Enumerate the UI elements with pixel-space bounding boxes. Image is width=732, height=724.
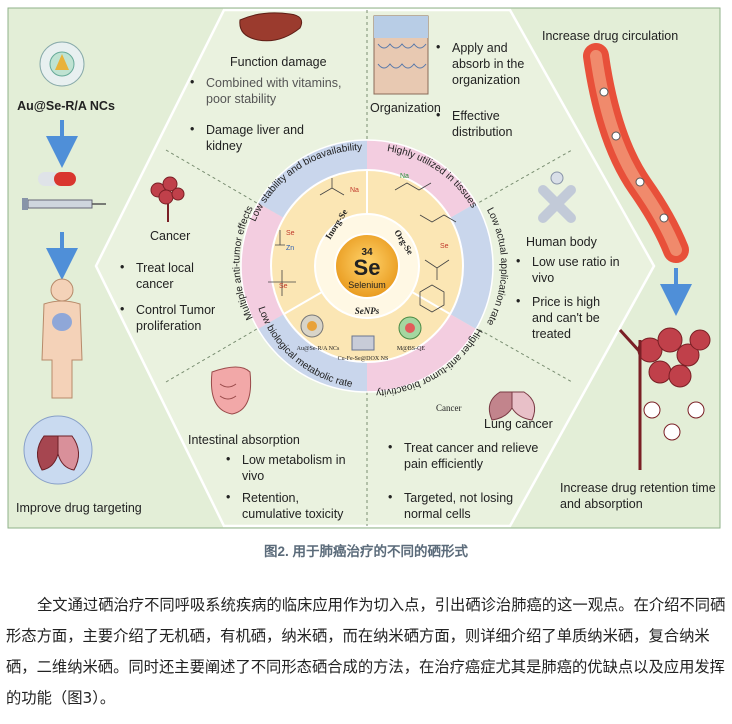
organization-item-2: Effective distribution bbox=[452, 109, 513, 139]
cancer-cell-cluster bbox=[150, 176, 185, 222]
intestinal-title: Intestinal absorption bbox=[188, 433, 300, 447]
bullet: • bbox=[436, 108, 441, 122]
human-body-title: Human body bbox=[526, 235, 597, 249]
lung-cancer-tag: Cancer bbox=[436, 403, 462, 413]
blood-vessel bbox=[583, 43, 689, 263]
ring-sector-bottom-right bbox=[367, 314, 476, 392]
intestinal-item-2: Retention, cumulative toxicity bbox=[242, 491, 344, 521]
alveoli-cluster bbox=[618, 327, 711, 470]
nanoparticle-cell bbox=[39, 41, 85, 87]
nanoparticle-mbs bbox=[398, 316, 422, 340]
svg-text:Se: Se bbox=[440, 243, 449, 250]
np-label-mbs: M@BS-QE bbox=[397, 346, 426, 352]
bullet: • bbox=[516, 294, 521, 308]
nanoparticle-au bbox=[300, 314, 324, 338]
lung-cancer-title: Lung cancer bbox=[484, 417, 553, 431]
bullet: • bbox=[516, 254, 521, 268]
ring-sector-left bbox=[241, 203, 284, 329]
intestine-illustration bbox=[210, 366, 252, 415]
human-body-item-2: Price is high and can't be treated bbox=[532, 295, 601, 341]
left-nanoparticle-label: Au@Se-R/A NCs bbox=[17, 99, 115, 113]
svg-text:Se: Se bbox=[279, 283, 288, 290]
cancer-title: Cancer bbox=[150, 229, 191, 243]
human-figure bbox=[41, 278, 83, 399]
lung-cancer-item-1: Treat cancer and relieve pain efficientl… bbox=[404, 441, 539, 471]
organization-illustration bbox=[373, 15, 429, 95]
bullet: • bbox=[120, 302, 125, 316]
cancer-item-2: Control Tumor proliferation bbox=[136, 303, 216, 333]
bullet: • bbox=[388, 490, 393, 504]
molecule-structures bbox=[268, 178, 457, 313]
ring-sector-top-right bbox=[367, 140, 476, 218]
atomic-number: 34 bbox=[361, 247, 373, 258]
bullet: • bbox=[190, 75, 195, 89]
liver-illustration bbox=[239, 12, 303, 42]
svg-text:Na: Na bbox=[350, 187, 359, 194]
lung-cancer-item-2: Targeted, not losing normal cells bbox=[404, 491, 514, 521]
right-top-label: Increase drug circulation bbox=[542, 29, 679, 43]
bullet: • bbox=[190, 122, 195, 136]
ring-sector-right bbox=[450, 203, 493, 329]
intestinal-item-1: Low metabolism in vivo bbox=[242, 453, 346, 483]
molecule-atoms: Se Zn Se Na Na Se bbox=[279, 173, 449, 290]
lung-zoom bbox=[23, 415, 93, 485]
cancer-item-1: Treat local cancer bbox=[136, 261, 194, 291]
right-bottom-label: Increase drug retention time and absorpt… bbox=[560, 481, 716, 511]
body-paragraph: 全文通过硒治疗不同呼吸系统疾病的临床应用作为切入点，引出硒诊治肺癌的这一观点。在… bbox=[6, 596, 726, 707]
ring-sector-bottom-left bbox=[258, 314, 367, 392]
np-label-au: Au@Se-R/A NCs bbox=[297, 346, 340, 352]
bullet: • bbox=[388, 440, 393, 454]
selenium-core bbox=[334, 233, 400, 299]
bullet: • bbox=[226, 452, 231, 466]
function-damage-title: Function damage bbox=[230, 55, 327, 69]
syringe bbox=[22, 198, 106, 210]
bullet: • bbox=[226, 490, 231, 504]
svg-text:Se: Se bbox=[286, 230, 295, 237]
lung-illustration bbox=[488, 391, 536, 421]
bullet: • bbox=[436, 40, 441, 54]
figure: Low stability and bioavailability Highly… bbox=[7, 7, 721, 529]
left-bottom-label: Improve drug targeting bbox=[16, 501, 142, 515]
ring-sector-top-left bbox=[258, 140, 367, 218]
element-name: Selenium bbox=[348, 280, 386, 290]
outer-ring bbox=[240, 139, 494, 393]
bullet: • bbox=[120, 260, 125, 274]
human-body-illustration bbox=[538, 171, 576, 223]
element-symbol: Se bbox=[354, 255, 381, 280]
figure-caption: 图2. 用于肺癌治疗的不同的硒形式 bbox=[263, 544, 468, 559]
svg-text:Zn: Zn bbox=[286, 245, 294, 252]
senps-label: SeNPs bbox=[355, 306, 380, 316]
organization-title: Organization bbox=[370, 101, 441, 115]
nanoparticle-cufe bbox=[351, 335, 375, 351]
figure-graphic: Low stability and bioavailability Highly… bbox=[7, 7, 721, 529]
function-damage-item-2: Damage liver and kidney bbox=[206, 123, 304, 153]
human-body-item-1: Low use ratio in vivo bbox=[532, 255, 620, 285]
capsule-pill bbox=[38, 172, 76, 186]
organization-item-1: Apply and absorb in the organization bbox=[452, 41, 525, 87]
np-label-cufe: Cu-Fe-Se@DOX NS bbox=[338, 356, 389, 362]
svg-text:Na: Na bbox=[400, 173, 409, 180]
function-damage-item-1: Combined with vitamins, poor stability bbox=[206, 76, 342, 106]
